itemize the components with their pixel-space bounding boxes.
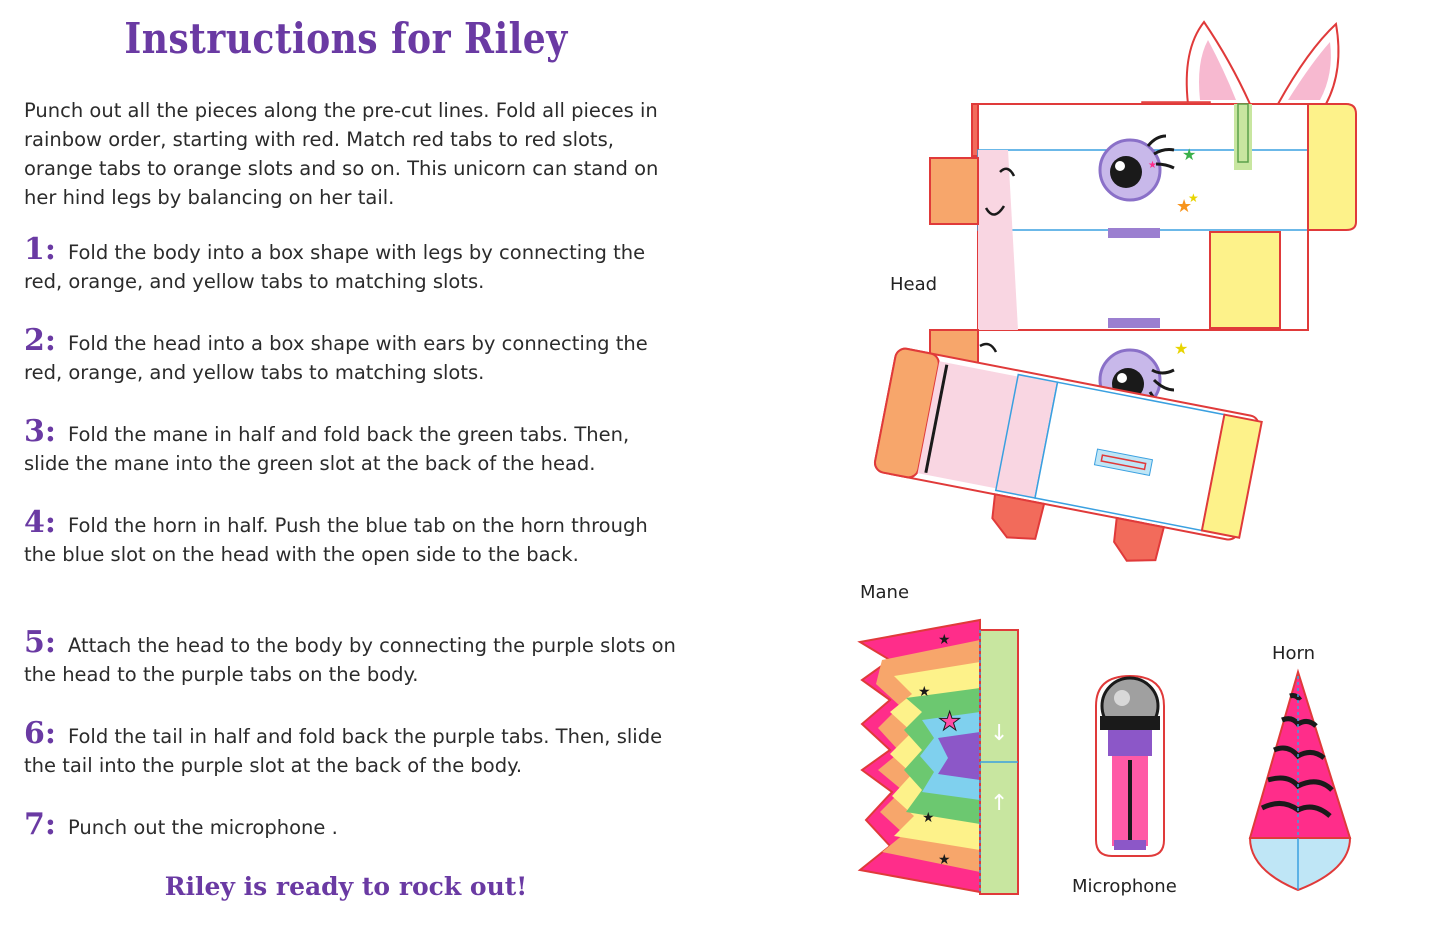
step-text: Fold the body into a box shape with legs… [24, 241, 646, 293]
step-number: 3: [24, 414, 56, 449]
mane-piece: ↓ ↑ ★ ★ ★ ★ ★ [857, 618, 1019, 895]
svg-text:★: ★ [1174, 339, 1188, 358]
green-slot [1234, 104, 1252, 170]
blue-tab [1248, 837, 1352, 892]
horn-label: Horn [1272, 643, 1315, 664]
instructions-panel: Instructions for Riley Punch out all the… [0, 0, 700, 952]
step-7: 7: Punch out the microphone . [24, 810, 679, 842]
svg-text:★: ★ [938, 852, 951, 868]
step-text: Punch out the microphone . [67, 816, 338, 839]
head-label: Head [890, 274, 937, 295]
punchout-art: ★ ★ ★ ★ ★ Head Mane [857, 20, 1357, 897]
step-1: 1:Fold the body into a box shape with le… [24, 235, 679, 296]
closing-line: Riley is ready to rock out! [164, 872, 528, 901]
step-6: 6:Fold the tail in half and fold back th… [24, 719, 679, 780]
step-number: 2: [24, 323, 56, 358]
mane-label: Mane [860, 582, 909, 603]
step-text: Fold the tail in half and fold back the … [24, 725, 663, 777]
svg-text:★: ★ [918, 684, 931, 700]
step-text: Fold the head into a box shape with ears… [24, 332, 648, 384]
microphone-piece [1095, 674, 1165, 857]
svg-text:★: ★ [1176, 196, 1192, 217]
svg-text:★: ★ [922, 810, 935, 826]
step-4: 4:Fold the horn in half. Push the blue t… [24, 508, 679, 569]
step-number: 7: [24, 807, 56, 842]
step-5: 5:Attach the head to the body by connect… [24, 628, 679, 689]
svg-text:↓: ↓ [990, 721, 1008, 746]
svg-text:★: ★ [938, 707, 961, 737]
star-icon: ★ [938, 632, 951, 648]
svg-text:★: ★ [1148, 160, 1157, 171]
step-text: Fold the mane in half and fold back the … [24, 423, 630, 475]
microphone-label: Microphone [1072, 876, 1177, 897]
eye-icon [1098, 134, 1175, 202]
leg [991, 493, 1046, 540]
yellow-tab [1307, 103, 1357, 231]
step-2: 2:Fold the head into a box shape with ea… [24, 326, 679, 387]
step-text: Attach the head to the body by connectin… [24, 634, 676, 686]
page-title: Instructions for Riley [124, 14, 568, 63]
step-number: 5: [24, 625, 56, 660]
horn-piece [1248, 668, 1352, 892]
star-icon: ★ [1182, 145, 1196, 164]
head-piece: ★ ★ ★ ★ ★ [929, 20, 1357, 412]
svg-text:↑: ↑ [990, 791, 1008, 816]
step-text: Fold the horn in half. Push the blue tab… [24, 514, 648, 566]
purple-slot [1108, 228, 1160, 238]
step-number: 1: [24, 232, 56, 267]
step-number: 6: [24, 716, 56, 751]
svg-text:★: ★ [1188, 191, 1199, 205]
orange-tab [929, 157, 979, 225]
step-3: 3:Fold the mane in half and fold back th… [24, 417, 679, 478]
step-number: 4: [24, 505, 56, 540]
body-piece [873, 347, 1263, 562]
intro-paragraph: Punch out all the pieces along the pre-c… [24, 99, 659, 209]
